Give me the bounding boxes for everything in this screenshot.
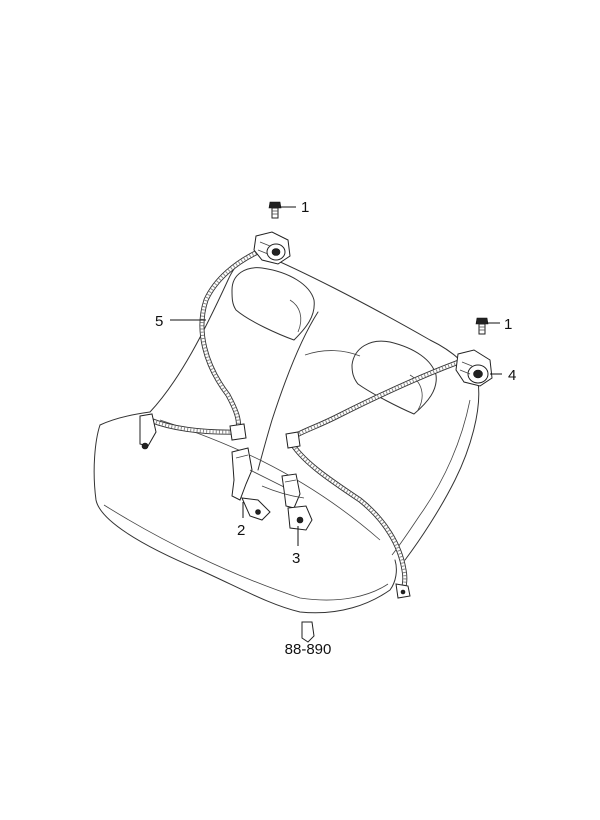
belt-left — [139, 247, 265, 450]
callout-1-right: 1 — [504, 316, 512, 333]
seat-cushion — [93, 411, 397, 614]
buckle-left — [231, 447, 301, 521]
bolt-right-icon — [475, 317, 489, 335]
reference-pointer-icon — [301, 621, 315, 643]
reference-code: 88-890 — [285, 641, 332, 658]
bolt-top-left-icon — [268, 201, 282, 219]
buckle-center — [261, 473, 313, 531]
retractor-right — [455, 349, 493, 387]
retractor-top-left — [253, 231, 291, 265]
headrest-right — [351, 340, 437, 415]
callout-5: 5 — [155, 313, 163, 330]
headrest-left — [231, 267, 315, 341]
callout-3: 3 — [292, 550, 300, 567]
callout-4: 4 — [508, 367, 516, 384]
callout-1-top: 1 — [301, 199, 309, 216]
callout-2: 2 — [237, 522, 245, 539]
belt-right — [285, 355, 473, 599]
